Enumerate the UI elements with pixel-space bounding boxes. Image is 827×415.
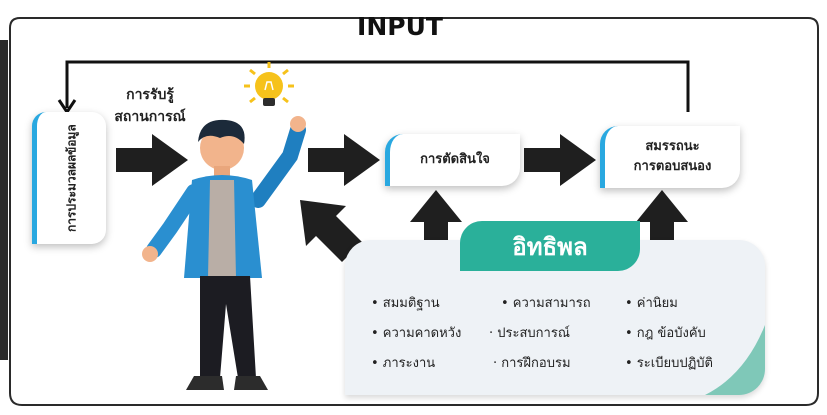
influence-item: • ภาระงาน bbox=[371, 356, 436, 371]
perception-label-line2: สถานการณ์ bbox=[114, 109, 186, 125]
influence-badge: อิทธิพล bbox=[460, 221, 640, 271]
competency-line1: สมรรถนะ bbox=[645, 139, 700, 154]
perception-label-line1: การรับรู้ bbox=[126, 87, 174, 103]
data-processing-card: การประมวลผล ข้อมูล bbox=[32, 112, 106, 244]
arrow-to-decision bbox=[308, 134, 380, 186]
arrow-up-competency bbox=[636, 190, 688, 268]
influence-item: • สมมติฐาน bbox=[371, 296, 440, 311]
diagram-title: INPUT bbox=[357, 12, 443, 41]
influence-title: อิทธิพล bbox=[512, 232, 588, 261]
influence-item: • ระเบียบปฏิบัติ bbox=[625, 356, 714, 371]
influence-item: • ค่านิยม bbox=[625, 296, 678, 311]
arrow-up-decision bbox=[410, 190, 462, 268]
arrow-to-person-diagonal bbox=[300, 200, 362, 262]
decision-label: การตัดสินใจ bbox=[420, 152, 490, 167]
response-competency-card: สมรรถนะ การตอบสนอง bbox=[600, 126, 740, 188]
influence-item: · ประสบการณ์ bbox=[489, 326, 570, 341]
influence-item: • ความสามารถ bbox=[501, 296, 591, 311]
person-illustration bbox=[142, 116, 306, 390]
influence-item: · การฝึกอบรม bbox=[493, 356, 571, 371]
influence-item: • กฎ ข้อบังคับ bbox=[625, 326, 706, 341]
lightbulb-icon bbox=[244, 62, 294, 106]
arrow-to-person bbox=[116, 134, 188, 186]
arrow-to-competency bbox=[524, 134, 596, 186]
influence-item: • ความคาดหวัง bbox=[371, 326, 462, 341]
competency-line2: การตอบสนอง bbox=[633, 159, 712, 174]
panel-accent-shape bbox=[705, 325, 765, 395]
decision-card: การตัดสินใจ bbox=[385, 134, 520, 186]
perception-label: การรับรู้ สถานการณ์ bbox=[104, 84, 196, 128]
